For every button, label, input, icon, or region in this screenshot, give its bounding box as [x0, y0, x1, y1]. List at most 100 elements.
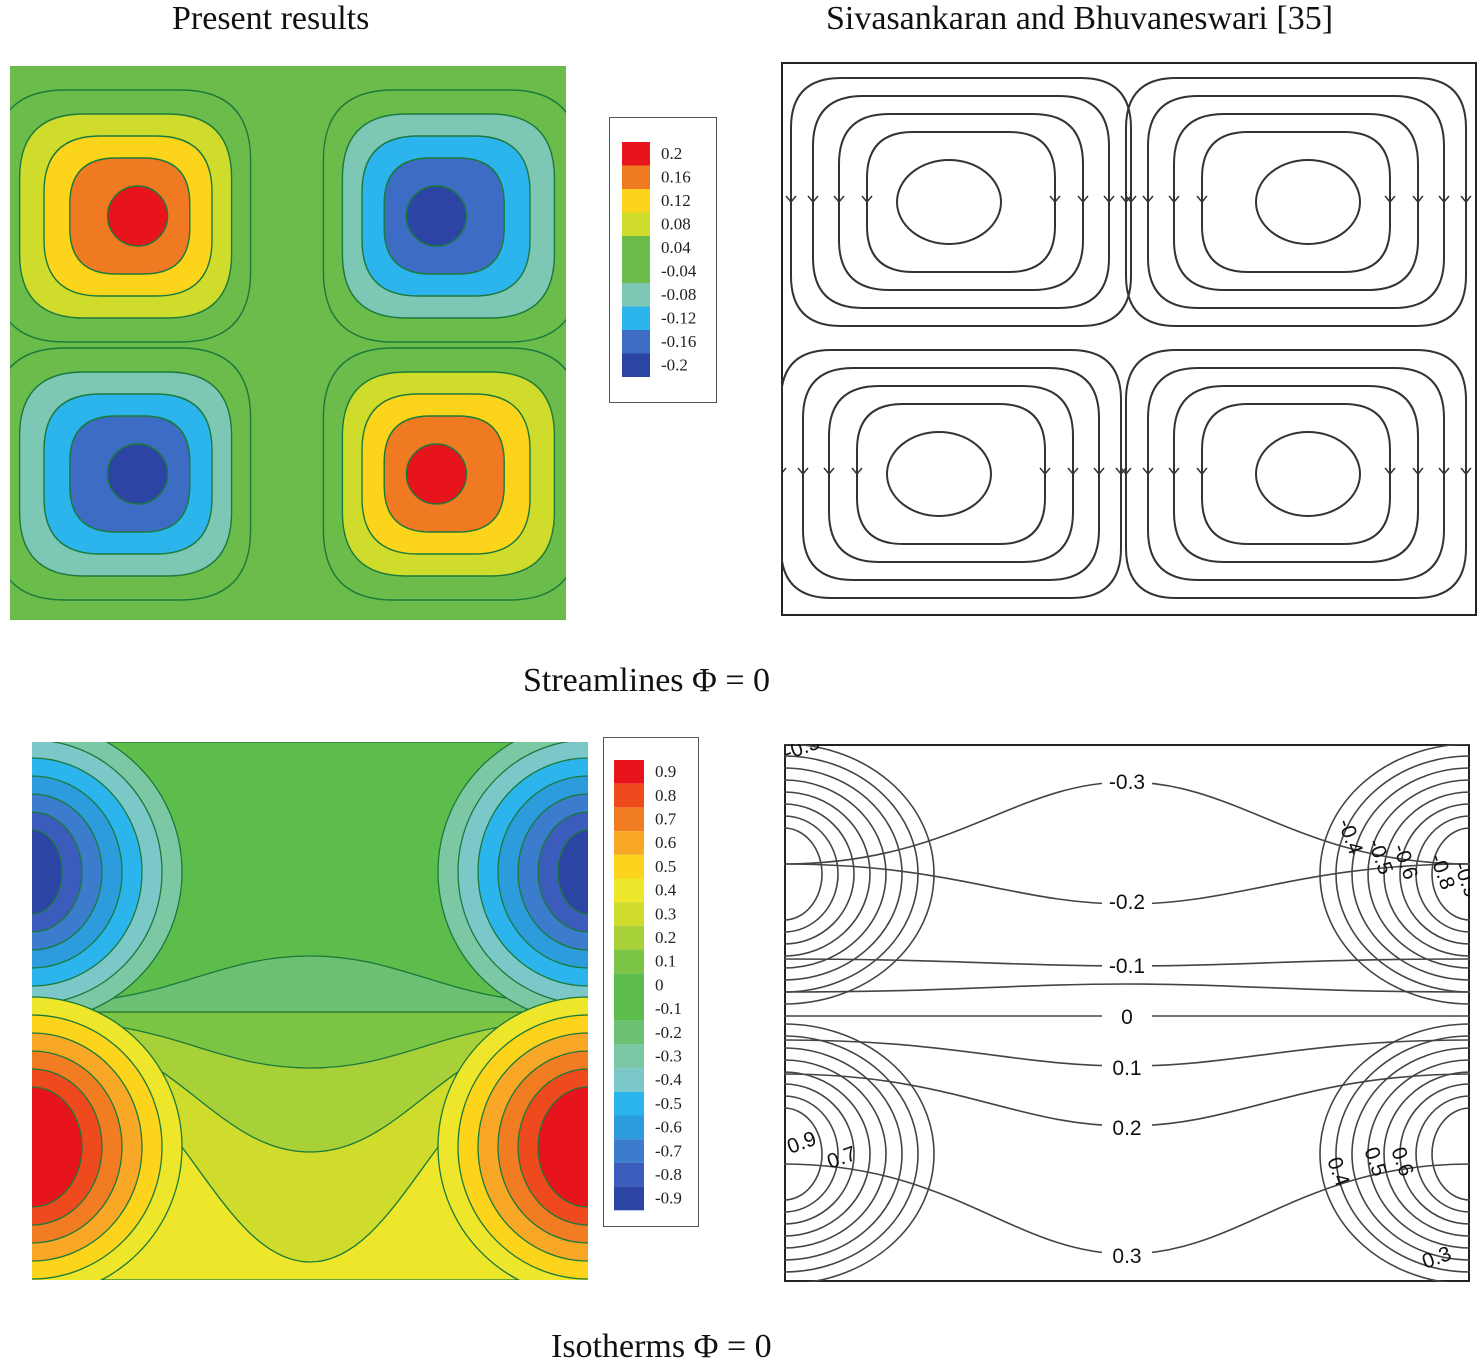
- arrow-mark: [1412, 195, 1424, 204]
- legend-label: 0.5: [655, 857, 676, 876]
- isotherms-reference-plot: -0.3-0.2-0.100.10.20.3-0.4-0.5-0.6-0.8-0…: [784, 744, 1470, 1282]
- isotherm-side: [1319, 1023, 1470, 1282]
- isotherm-label: 0.3: [1112, 1245, 1141, 1268]
- legend-swatch: [614, 1115, 644, 1140]
- legend-label: 0: [655, 975, 664, 994]
- streamline-cell: [785, 77, 1137, 327]
- isotherm-side: [784, 744, 935, 1005]
- streamline-inner: [886, 431, 992, 517]
- arrow-mark: [1142, 467, 1154, 476]
- isotherm-label: -0.3: [1109, 771, 1145, 794]
- streamline: [828, 385, 1074, 563]
- legend-swatch: [622, 236, 650, 260]
- isotherm-side: [784, 791, 871, 957]
- streamline: [1125, 77, 1467, 327]
- legend-label: -0.16: [661, 332, 696, 351]
- isotherm-side: [1367, 779, 1470, 969]
- side-lobe: [537, 1086, 588, 1208]
- arrow-mark: [1412, 467, 1424, 476]
- streamline-inner: [1255, 431, 1361, 517]
- contour-core: [405, 443, 468, 505]
- isotherm-side: [784, 1023, 935, 1282]
- label-bg: [1102, 1054, 1152, 1080]
- legend-label: 0.16: [661, 167, 691, 186]
- streamline: [781, 349, 1122, 599]
- isotherm-side: [1383, 791, 1470, 957]
- legend-swatch: [614, 783, 644, 808]
- arrow-mark: [1093, 467, 1105, 476]
- streamline: [1201, 403, 1391, 545]
- isotherm-side: [1351, 767, 1470, 981]
- isotherm-side: [784, 827, 823, 921]
- legend-label: -0.8: [655, 1165, 682, 1184]
- label-bg: [1102, 888, 1152, 914]
- arrow-mark: [1196, 467, 1208, 476]
- legend-label: -0.7: [655, 1141, 682, 1160]
- legend-swatch: [614, 878, 644, 903]
- legend-swatch: [622, 259, 650, 283]
- isotherm-side: [784, 1095, 839, 1213]
- legend-swatch: [614, 760, 644, 784]
- streamline: [802, 367, 1100, 581]
- label-bg: [1102, 1242, 1152, 1268]
- legend-swatch: [622, 212, 650, 236]
- legend-swatch: [614, 902, 644, 926]
- side-lobe: [557, 829, 588, 915]
- streamline: [1173, 113, 1419, 291]
- label-bg: [1102, 1003, 1152, 1029]
- streamline: [1147, 367, 1445, 581]
- legend-swatch: [614, 1020, 644, 1045]
- arrow-mark: [1196, 195, 1208, 204]
- legend-label: 0.4: [655, 881, 677, 900]
- isotherm-side: [1399, 1083, 1470, 1225]
- legend-swatch: [614, 1162, 644, 1187]
- legend-label: -0.12: [661, 308, 696, 327]
- arrow-mark: [1168, 195, 1180, 204]
- vortex-cell-top-left: [10, 89, 252, 343]
- streamline-inner: [1255, 159, 1361, 245]
- isotherms-present-plot: [32, 742, 588, 1280]
- isotherm-side: [1399, 803, 1470, 945]
- legend-swatch: [622, 142, 650, 166]
- legend-label: 0.9: [655, 762, 676, 781]
- arrow-mark: [1067, 467, 1079, 476]
- streamline: [812, 95, 1110, 309]
- arrow-mark: [1120, 467, 1132, 476]
- contour-core: [405, 185, 468, 247]
- arrow-mark: [785, 195, 797, 204]
- legend-swatch: [614, 1139, 644, 1163]
- streamlines-present-plot: [10, 66, 566, 620]
- legend-label: -0.1: [655, 999, 682, 1018]
- plot-frame: [781, 62, 1477, 616]
- arrow-mark: [1460, 195, 1472, 204]
- label-bg: [1102, 952, 1152, 978]
- arrow-mark: [781, 467, 787, 476]
- legend-swatch: [614, 973, 644, 997]
- streamline: [1147, 95, 1445, 309]
- legend-label: 0.6: [655, 833, 676, 852]
- vortex-cell-bottom-right: [322, 347, 566, 601]
- arrow-mark: [1384, 195, 1396, 204]
- legend-label: 0.8: [655, 786, 676, 805]
- arrow-mark: [1125, 195, 1137, 204]
- isotherm-side: [1383, 1071, 1470, 1237]
- arrow-mark: [1039, 467, 1051, 476]
- legend-label: 0.7: [655, 809, 677, 828]
- isotherm-side: [1319, 744, 1470, 1005]
- arrow-mark: [1103, 195, 1115, 204]
- label-bg: [1102, 768, 1152, 794]
- isotherm-side: [784, 767, 903, 981]
- isotherm-side: [784, 803, 855, 945]
- legend-label: -0.5: [655, 1094, 682, 1113]
- streamline: [838, 113, 1084, 291]
- isotherm-label: -0.1: [1109, 955, 1145, 978]
- streamline-cell: [1120, 349, 1472, 599]
- legend-label: 0.1: [655, 952, 676, 971]
- arrow-mark: [1438, 467, 1450, 476]
- arrow-mark: [1077, 195, 1089, 204]
- legend-swatch: [622, 306, 650, 330]
- isotherm-side: [1335, 1035, 1470, 1273]
- isotherm-side: [784, 1107, 823, 1201]
